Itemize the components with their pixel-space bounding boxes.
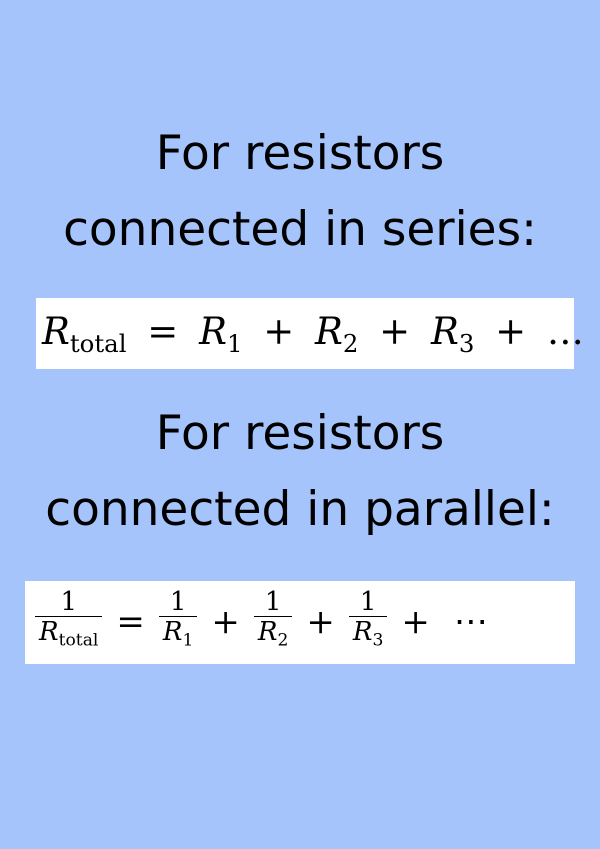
resistor-1-symbol: R bbox=[162, 617, 183, 648]
resistor-2-symbol: R bbox=[315, 310, 343, 353]
fraction-numerator: 1 bbox=[264, 587, 282, 618]
resistor-3-subscript: 3 bbox=[372, 630, 384, 651]
plus-sign: + bbox=[306, 602, 335, 642]
equals-sign: = bbox=[147, 310, 179, 353]
equals-sign: = bbox=[116, 602, 145, 642]
parallel-formula: 1 Rtotal = 1 R1 + 1 R2 + 1 R3 + ⋯ bbox=[25, 581, 575, 664]
total-subscript: total bbox=[58, 630, 99, 651]
parallel-equation: 1 Rtotal = 1 R1 + 1 R2 + 1 R3 + ⋯ bbox=[33, 587, 500, 657]
plus-sign: + bbox=[495, 310, 527, 353]
fraction-denominator: R3 bbox=[348, 616, 388, 655]
total-resistance-symbol: R bbox=[39, 617, 59, 648]
parallel-heading-line-1: For resistors bbox=[155, 406, 445, 461]
plus-sign: + bbox=[379, 310, 411, 353]
ellipsis: ⋯ bbox=[453, 602, 488, 642]
fraction-denominator: Rtotal bbox=[35, 616, 103, 655]
total-resistance-symbol: R bbox=[42, 310, 70, 353]
resistor-3-symbol: R bbox=[352, 617, 373, 648]
plus-sign: + bbox=[401, 602, 430, 642]
series-heading: For resistors connected in series: bbox=[0, 116, 600, 268]
resistor-3-fraction: 1 R3 bbox=[348, 587, 388, 655]
resistor-1-subscript: 1 bbox=[226, 328, 243, 358]
plus-sign: + bbox=[263, 310, 295, 353]
fraction-denominator: R1 bbox=[158, 616, 198, 655]
series-heading-line-1: For resistors bbox=[155, 126, 445, 181]
fraction-denominator: R2 bbox=[253, 616, 293, 655]
parallel-heading-line-2: connected in parallel: bbox=[45, 482, 555, 537]
total-subscript: total bbox=[69, 328, 127, 358]
resistor-2-subscript: 2 bbox=[277, 630, 289, 651]
resistor-3-symbol: R bbox=[430, 310, 459, 353]
plus-sign: + bbox=[211, 602, 240, 642]
ellipsis: … bbox=[546, 310, 584, 353]
series-formula: Rtotal = R1 + R2 + R3 + … bbox=[36, 298, 584, 369]
resistor-3-subscript: 3 bbox=[458, 328, 475, 358]
fraction-numerator: 1 bbox=[359, 587, 377, 618]
parallel-heading: For resistors connected in parallel: bbox=[0, 396, 600, 548]
resistor-1-symbol: R bbox=[199, 310, 227, 353]
resistor-2-fraction: 1 R2 bbox=[253, 587, 293, 655]
resistor-2-symbol: R bbox=[257, 617, 278, 648]
resistor-2-subscript: 2 bbox=[342, 328, 359, 358]
series-heading-line-2: connected in series: bbox=[63, 202, 537, 257]
resistor-1-subscript: 1 bbox=[182, 630, 194, 651]
series-equation: Rtotal = R1 + R2 + R3 + … bbox=[42, 306, 584, 370]
fraction-numerator: 1 bbox=[60, 587, 77, 618]
resistor-1-fraction: 1 R1 bbox=[158, 587, 198, 655]
fraction-numerator: 1 bbox=[169, 587, 187, 618]
total-fraction: 1 Rtotal bbox=[35, 587, 103, 655]
